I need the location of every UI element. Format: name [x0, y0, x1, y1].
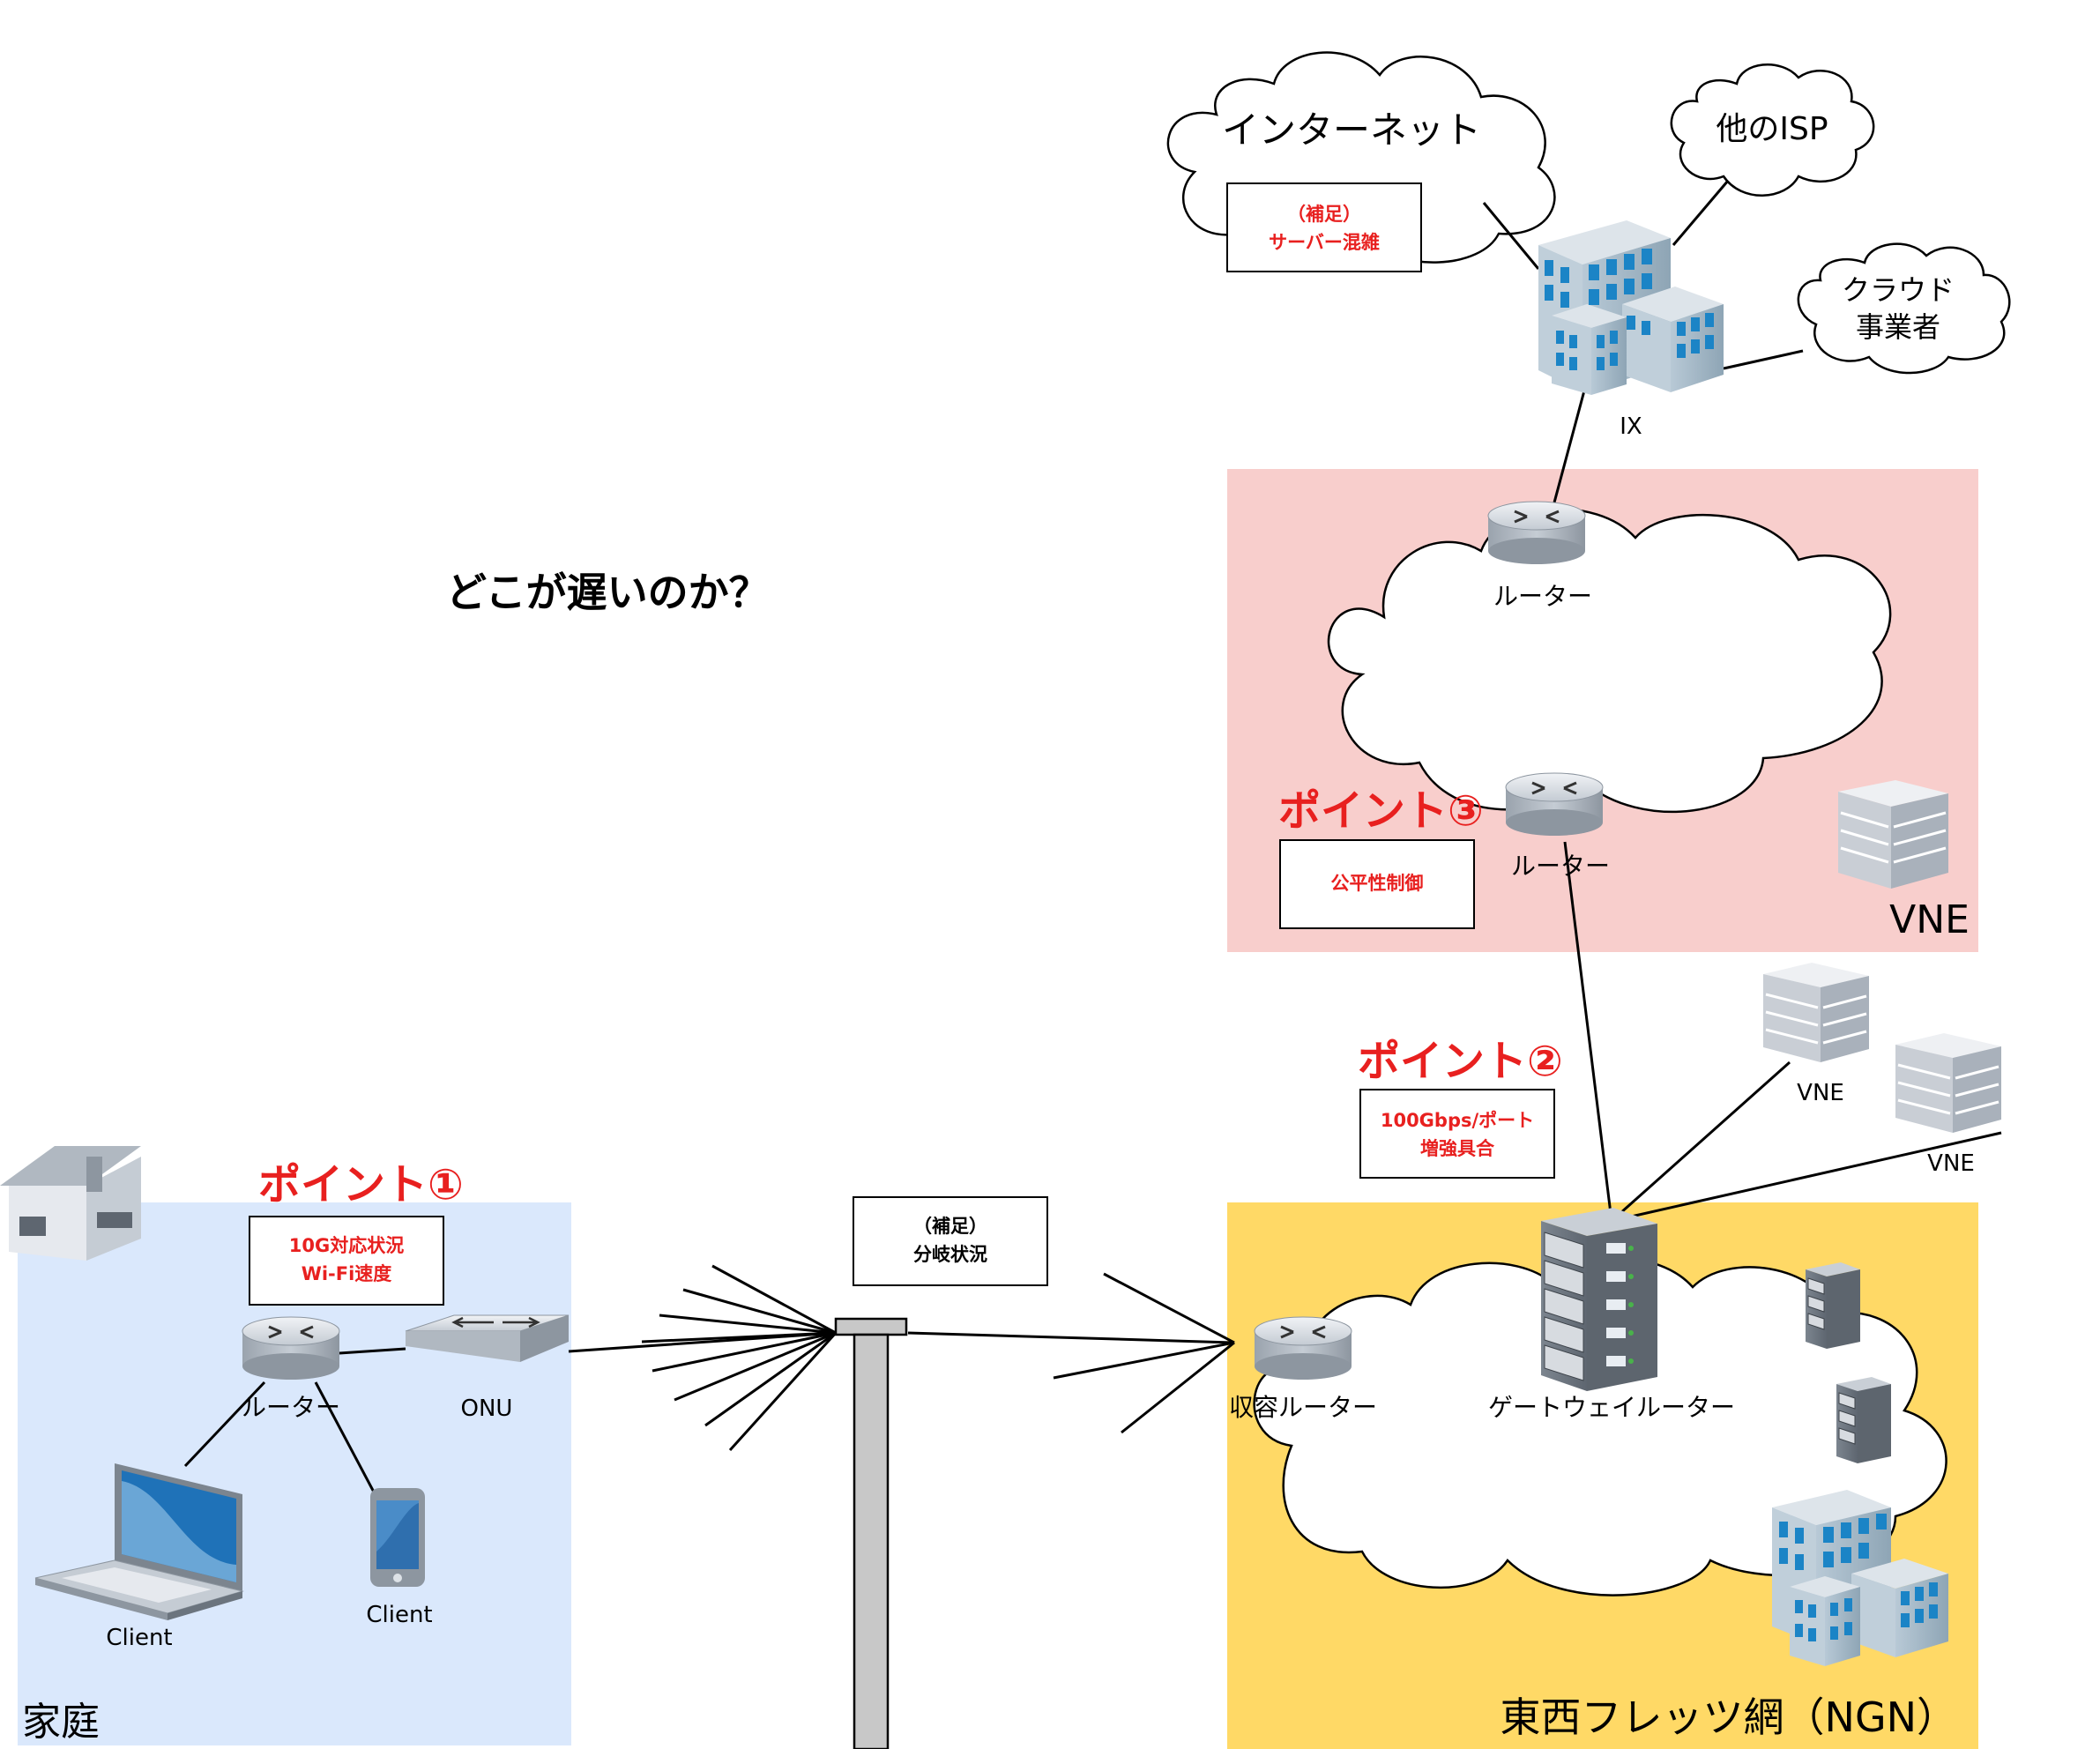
point2-note-line1: 100Gbps/ポート — [1381, 1110, 1534, 1131]
cloud-provider-label-line2: 事業者 — [1856, 310, 1940, 344]
link-otherisp-ix — [1672, 180, 1730, 246]
utility-pole — [834, 1317, 908, 1749]
link-cloudprovider-ix — [1723, 349, 1804, 370]
point3-note-line1: 公平性制御 — [1331, 873, 1424, 894]
laptop-icon — [34, 1463, 244, 1620]
ngn-zone-label: 東西フレッツ網（NGN） — [1501, 1693, 1957, 1741]
cloud-provider-cloud — [1797, 242, 2011, 375]
server-icon-small-2 — [1836, 1377, 1891, 1463]
link-vnerouter-gateway — [1563, 841, 1613, 1222]
note-box-point1 — [249, 1216, 444, 1306]
ngn-building-icon — [1772, 1490, 1948, 1666]
server-icon-small-1 — [1806, 1262, 1860, 1349]
vne-router-top-label: ルーター — [1493, 582, 1592, 611]
note-branching-line2: 分岐状況 — [913, 1244, 987, 1265]
other-isp-label: 他のISP — [1716, 111, 1828, 147]
page-title: どこが遅いのか？ — [446, 569, 770, 616]
link-vne2-gateway — [1611, 1131, 2002, 1223]
ix-building-icon — [1538, 220, 1724, 395]
point1-note-line2: Wi-Fi速度 — [302, 1263, 392, 1284]
link-homerouter-onu — [339, 1347, 406, 1355]
ix-label: IX — [1620, 413, 1642, 440]
house-icon — [0, 1146, 141, 1261]
note-box-server-congestion — [1226, 182, 1422, 272]
link-homerouter-laptop — [183, 1381, 266, 1468]
vne-building-icon-1 — [1763, 963, 1869, 1062]
cloud-provider-label-line1: クラウド — [1842, 273, 1955, 307]
note-box-point2 — [1359, 1089, 1555, 1179]
note-branching-line1: （補足） — [913, 1216, 987, 1237]
link-ix-vnerouter — [1553, 380, 1589, 503]
vne-zone-label: VNE — [1889, 897, 1970, 942]
router-icon-access — [1254, 1316, 1352, 1380]
vne-small-label-2: VNE — [1927, 1150, 1975, 1177]
note-server-congestion-line1: （補足） — [1287, 204, 1361, 225]
point1-label: ポイント① — [258, 1160, 464, 1209]
point3-label: ポイント③ — [1278, 786, 1484, 836]
point1-note-line1: 10G対応状況 — [289, 1235, 404, 1256]
link-pole-accessrouter — [907, 1331, 1235, 1344]
link-internet-ix — [1482, 202, 1540, 270]
gateway-router-label: ゲートウェイルーター — [1488, 1393, 1735, 1422]
router-icon-vne-top — [1487, 501, 1586, 564]
router-icon-vne-bottom — [1505, 772, 1604, 836]
home-zone-label: 家庭 — [22, 1700, 100, 1745]
internet-label: インターネット — [1222, 108, 1481, 152]
point2-label: ポイント② — [1358, 1037, 1563, 1086]
onu-switch-icon — [405, 1314, 570, 1362]
vne-small-label-1: VNE — [1797, 1080, 1844, 1106]
note-box-point3 — [1279, 839, 1475, 929]
router-icon-home — [242, 1316, 340, 1380]
point2-note-line2: 増強具合 — [1420, 1138, 1495, 1159]
vne-building-icon-2 — [1895, 1033, 2001, 1133]
other-isp-cloud — [1670, 63, 1875, 197]
fiber-split-lines — [641, 1264, 1235, 1452]
onu-label: ONU — [461, 1395, 513, 1422]
access-router-label: 収容ルーター — [1229, 1393, 1377, 1422]
note-box-branching — [853, 1196, 1048, 1286]
phone-icon — [370, 1488, 425, 1587]
note-server-congestion-line2: サーバー混雑 — [1269, 232, 1380, 253]
link-homerouter-phone — [314, 1381, 379, 1500]
vne-router-bottom-label: ルーター — [1511, 852, 1610, 881]
gateway-server-icon — [1541, 1208, 1657, 1391]
client-phone-label: Client — [366, 1602, 432, 1628]
home-router-label: ルーター — [242, 1393, 340, 1422]
client-laptop-label: Client — [106, 1625, 172, 1651]
vne-building-icon-zone — [1838, 780, 1948, 889]
link-vne1-gateway — [1611, 1061, 1791, 1223]
